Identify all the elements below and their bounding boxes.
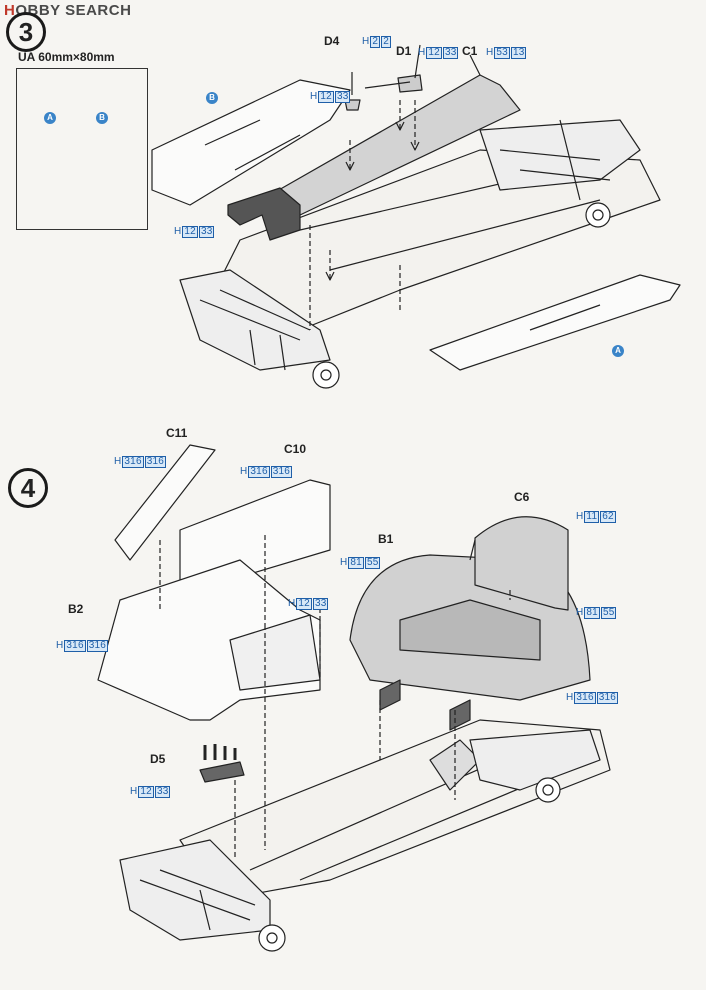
part-label-c6: C6 [514,490,530,504]
part-label-b2: B2 [68,602,84,616]
badge-b: B [206,92,218,104]
part-label-b1: B1 [378,532,394,546]
part-label-d5: D5 [150,752,166,766]
step-number-3: 3 [6,12,46,52]
watermark-logo: HOBBY SEARCH [4,2,132,19]
ua-badge-b: B [96,112,108,124]
part-label-c10: C10 [284,442,307,456]
step-number-4: 4 [8,468,48,508]
part-label-c1: C1 [462,44,478,58]
part-label-d4: D4 [324,34,340,48]
ua-badge-a: A [44,112,56,124]
badge-a: A [612,345,624,357]
part-label-d1: D1 [396,44,412,58]
ua-template-box [16,68,148,230]
ua-template-title: UA 60mm×80mm [18,50,115,64]
part-label-c11: C11 [166,426,188,440]
